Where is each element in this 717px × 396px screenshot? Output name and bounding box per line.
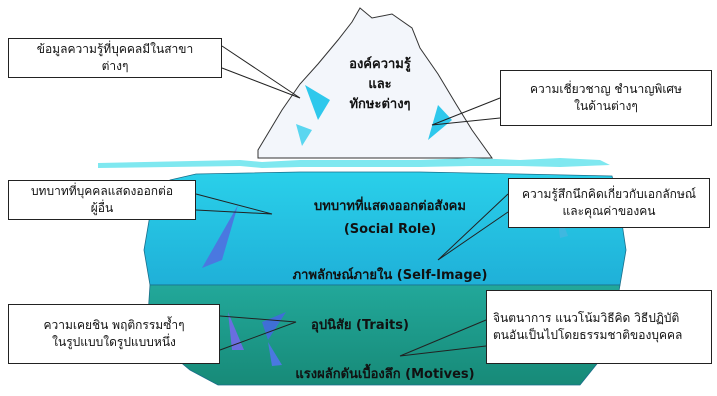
callout-self-image-line2: และคุณค่าของคน: [562, 204, 656, 218]
tip-label-line2: และ: [368, 77, 392, 92]
callout-skills-line1: ความเชี่ยวชาญ ชำนาญพิเศษ: [530, 82, 682, 96]
callout-skills: ความเชี่ยวชาญ ชำนาญพิเศษ ในด้านต่างๆ: [500, 70, 712, 126]
layer-traits: อุปนิสัย (Traits): [311, 318, 409, 333]
callout-role: บทบาทที่บุคคลแสดงออกต่อ ผู้อื่น: [8, 180, 196, 220]
layer-social-role: บทบาทที่แสดงออกต่อสังคม (Social Role): [255, 195, 525, 237]
callout-motives-line2: ตนอันเป็นไปโดยธรรมชาติของบุคคล: [493, 328, 683, 342]
callout-motives-line1: จินตนาการ แนวโน้มวิธีคิด วิธีปฏิบัติ: [493, 311, 680, 325]
tip-label-line1: องค์ความรู้: [349, 57, 411, 72]
callout-knowledge: ข้อมูลความรู้ที่บุคคลมีในสาขา ต่างๆ: [8, 38, 222, 78]
layer-self-image: ภาพลักษณ์ภายใน (Self-Image): [292, 268, 488, 283]
callout-self-image: ความรู้สึกนึกคิดเกี่ยวกับเอกลักษณ์ และคุ…: [508, 178, 710, 228]
layer-motives: แรงผลักดันเบื้องลึก (Motives): [295, 367, 475, 382]
body-facet: [262, 312, 286, 340]
layer-social-role-th: บทบาทที่แสดงออกต่อสังคม: [314, 199, 466, 214]
tip-label-line3: ทักษะต่างๆ: [349, 97, 411, 112]
body-facet: [268, 342, 282, 366]
water-line: [98, 158, 610, 168]
body-facet: [228, 312, 244, 350]
tip-facet: [296, 124, 312, 146]
callout-knowledge-line2: ต่างๆ: [101, 59, 129, 73]
callout-skills-line2: ในด้านต่างๆ: [574, 99, 638, 113]
layer-social-role-en: (Social Role): [343, 222, 437, 237]
callout-traits-line1: ความเคยชิน พฤติกรรมซ้ำๆ: [43, 318, 185, 332]
tip-facet: [428, 105, 452, 140]
body-facet: [202, 205, 238, 268]
iceberg-tip-label: องค์ความรู้ และ ทักษะต่างๆ: [330, 55, 430, 115]
callout-motives: จินตนาการ แนวโน้มวิธีคิด วิธีปฏิบัติ ตนอ…: [486, 290, 712, 364]
callout-self-image-line1: ความรู้สึกนึกคิดเกี่ยวกับเอกลักษณ์: [522, 187, 696, 201]
callout-role-line2: ผู้อื่น: [90, 201, 114, 215]
tip-facet: [305, 85, 330, 120]
callout-connectors: [195, 45, 509, 357]
callout-knowledge-line1: ข้อมูลความรู้ที่บุคคลมีในสาขา: [36, 42, 194, 56]
callout-traits: ความเคยชิน พฤติกรรมซ้ำๆ ในรูปแบบใดรูปแบบ…: [8, 304, 220, 364]
callout-traits-line2: ในรูปแบบใดรูปแบบหนึ่ง: [52, 335, 176, 349]
callout-role-line1: บทบาทที่บุคคลแสดงออกต่อ: [30, 184, 174, 198]
iceberg-tip: [257, 7, 493, 159]
